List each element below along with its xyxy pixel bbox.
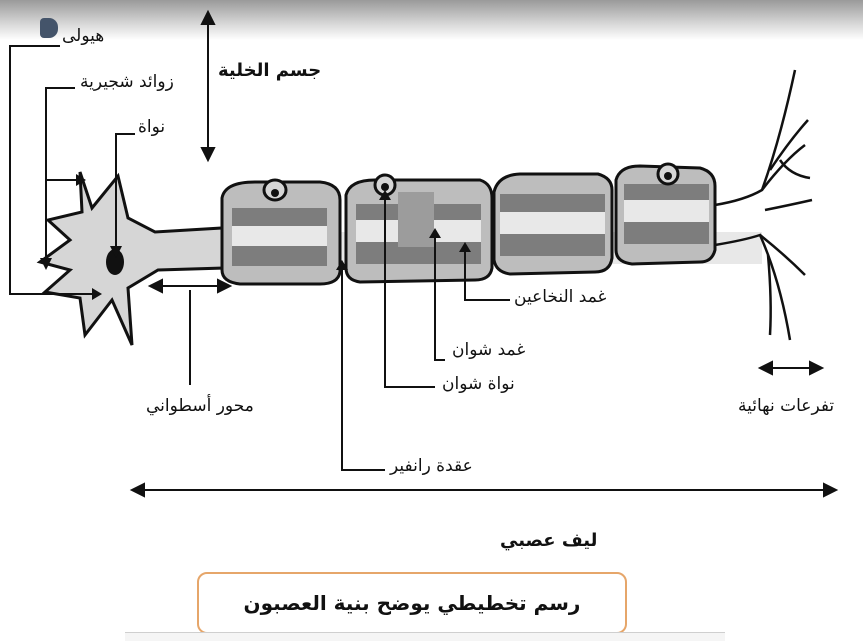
nucleus-label: نواة [138,117,166,137]
terminal-branches-shape [714,69,813,341]
redaction-block [398,192,434,247]
cytoplasm-label: هيولى [62,26,105,46]
terminal-arrow [757,360,825,376]
shape-marker [40,18,58,38]
cell-body-label: جسم الخلية [218,60,322,81]
axon-label: محور أسطواني [146,396,254,416]
bottom-strip [125,632,725,641]
cell-body-shape [36,171,226,346]
nucleus-shape [106,249,124,275]
ranvier-node-label: عقدة رانفير [390,456,473,476]
window-top-bar [0,0,863,40]
myelin-stripes [232,184,709,266]
cell-body-arrow [200,9,216,163]
schwann-nucleus-label: نواة شوان [442,374,515,394]
terminal-branches-label: تفرعات نهائية [738,396,835,416]
nerve-fiber-arrow [129,482,839,498]
axon-arrow [147,278,233,294]
schwann-sheath-label: غمد شوان [452,340,526,360]
dendrites-label: زوائد شجيرية [80,72,174,92]
arrowheads [40,174,471,300]
myelin-sheath-label: غمد النخاعين [514,287,607,307]
caption-box: رسم تخطيطي يوضح بنية العصبون [197,572,627,634]
nerve-fiber-label: ليف عصبي [500,530,598,551]
caption-text: رسم تخطيطي يوضح بنية العصبون [243,591,581,615]
